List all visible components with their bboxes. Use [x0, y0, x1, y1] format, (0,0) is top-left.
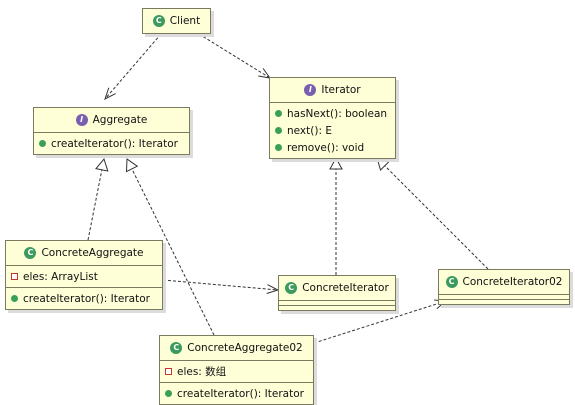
method-signature: next(): E: [287, 124, 332, 137]
method-row: hasNext(): boolean: [270, 105, 395, 122]
class-client-name: Client: [169, 15, 201, 27]
class-concrete-aggregate02-methods: createIterator(): Iterator: [160, 382, 313, 404]
field-signature: eles: ArrayList: [23, 270, 98, 283]
class-icon: C: [170, 342, 183, 354]
private-field-icon: [11, 273, 18, 280]
class-concrete-aggregate02-name: ConcreteAggregate02: [187, 342, 303, 354]
class-concrete-aggregate-header: C ConcreteAggregate: [6, 241, 162, 265]
public-method-icon: [165, 390, 172, 397]
class-icon: C: [152, 15, 165, 27]
hollow-triangle-arrowhead: [95, 157, 109, 172]
class-icon: C: [24, 247, 37, 259]
hollow-triangle-arrowhead: [376, 157, 390, 171]
field-row: eles: ArrayList: [6, 268, 162, 285]
open-arrowhead: [104, 87, 116, 101]
method-signature: hasNext(): boolean: [287, 107, 388, 120]
method-row: createIterator(): Iterator: [160, 385, 313, 402]
edge-dependency-client-to-iterator: [198, 33, 272, 79]
interface-aggregate-methods: createIterator(): Iterator: [34, 132, 189, 154]
interface-iterator[interactable]: I Iterator hasNext(): boolean next(): E …: [269, 77, 396, 159]
class-concrete-aggregate02-fields: eles: 数组: [160, 360, 313, 382]
class-concrete-iterator02-name: ConcreteIterator02: [462, 276, 563, 288]
class-concrete-iterator[interactable]: C ConcreteIterator: [278, 275, 396, 311]
hollow-triangle-arrowhead: [329, 156, 343, 170]
edge-realization-concrete_aggregate-to-aggregate: [87, 157, 109, 241]
class-concrete-aggregate[interactable]: C ConcreteAggregate eles: ArrayList crea…: [5, 240, 163, 310]
edge-dependency-concrete_aggregate-to-concrete_iterator: [162, 279, 280, 295]
edge-line: [87, 169, 103, 241]
edge-line: [384, 165, 489, 270]
public-method-icon: [11, 295, 18, 302]
interface-icon: I: [304, 84, 317, 96]
interface-icon: I: [75, 114, 88, 126]
interface-aggregate[interactable]: I Aggregate createIterator(): Iterator: [33, 107, 190, 155]
public-method-icon: [275, 144, 282, 151]
class-client[interactable]: C Client: [142, 8, 211, 34]
class-concrete-iterator-header: C ConcreteIterator: [279, 276, 395, 300]
empty-compartment: [279, 305, 395, 310]
edge-dependency-client-to-aggregate: [104, 33, 162, 101]
hollow-triangle-arrowhead: [125, 158, 139, 173]
public-method-icon: [39, 140, 46, 147]
method-signature: remove(): void: [287, 141, 365, 154]
method-row: next(): E: [270, 122, 395, 139]
public-method-icon: [275, 127, 282, 134]
empty-compartment: [439, 294, 569, 299]
empty-compartment: [279, 300, 395, 305]
field-signature: eles: 数组: [177, 366, 227, 378]
class-concrete-iterator02[interactable]: C ConcreteIterator02: [438, 269, 570, 305]
edge-line: [198, 33, 271, 79]
empty-compartment: [439, 299, 569, 304]
field-row: eles: 数组: [160, 363, 313, 380]
edge-line: [104, 33, 162, 100]
edge-realization-concrete_iterator02-to-iterator: [376, 157, 489, 270]
method-signature: createIterator(): Iterator: [177, 387, 304, 400]
edge-line: [162, 279, 279, 291]
class-concrete-aggregate-name: ConcreteAggregate: [41, 247, 144, 259]
interface-aggregate-name: Aggregate: [92, 114, 148, 126]
edge-line: [313, 300, 447, 344]
edge-line: [131, 168, 215, 336]
class-concrete-aggregate-fields: eles: ArrayList: [6, 265, 162, 287]
method-row: createIterator(): Iterator: [6, 290, 162, 307]
interface-iterator-header: I Iterator: [270, 78, 395, 102]
class-concrete-aggregate02-header: C ConcreteAggregate02: [160, 336, 313, 360]
class-client-header: C Client: [143, 9, 210, 33]
method-signature: createIterator(): Iterator: [23, 292, 150, 305]
edge-realization-concrete_aggregate02-to-aggregate: [125, 158, 215, 336]
class-concrete-aggregate02[interactable]: C ConcreteAggregate02 eles: 数组 createIte…: [159, 335, 314, 405]
interface-aggregate-header: I Aggregate: [34, 108, 189, 132]
private-field-icon: [165, 368, 172, 375]
method-row: remove(): void: [270, 139, 395, 156]
interface-iterator-name: Iterator: [321, 84, 361, 96]
method-row: createIterator(): Iterator: [34, 135, 189, 152]
interface-iterator-methods: hasNext(): boolean next(): E remove(): v…: [270, 102, 395, 158]
class-icon: C: [445, 276, 458, 288]
method-signature: createIterator(): Iterator: [51, 137, 178, 150]
edge-realization-concrete_iterator-to-iterator: [329, 156, 343, 275]
class-concrete-iterator-name: ConcreteIterator: [302, 282, 389, 294]
class-concrete-aggregate-methods: createIterator(): Iterator: [6, 287, 162, 309]
class-icon: C: [285, 282, 298, 294]
class-concrete-iterator02-header: C ConcreteIterator02: [439, 270, 569, 294]
public-method-icon: [275, 110, 282, 117]
